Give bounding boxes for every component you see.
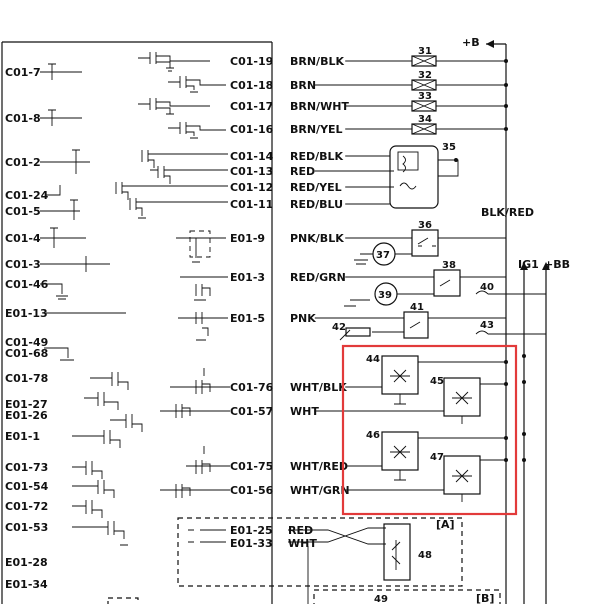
component-number: 46: [366, 430, 380, 441]
left-pin-label: E01-1: [5, 430, 40, 443]
fuse-link: [411, 100, 506, 112]
relay-35: [384, 145, 459, 209]
sub-a-wire-2: WHT: [288, 537, 317, 550]
left-pin-label: E01-13: [5, 307, 48, 320]
right-pin-label: C01-17: [230, 100, 273, 113]
right-pin-label: C01-19: [230, 55, 273, 68]
component-number: 48: [418, 550, 432, 561]
sub-a-pin-1: E01-25: [230, 524, 273, 537]
wire-color-label: WHT/GRN: [290, 484, 350, 497]
left-pin-label: C01-49: [5, 336, 48, 349]
component-number: 32: [418, 70, 432, 81]
wire-color-label: WHT/RED: [290, 460, 348, 473]
left-pin-label: C01-46: [5, 278, 49, 291]
right-pin-label: C01-18: [230, 79, 273, 92]
sub-box-a: [177, 517, 463, 604]
fuse-link: [411, 123, 506, 135]
supply-rails: [486, 40, 550, 604]
left-pin-label: C01-8: [5, 112, 41, 125]
wire-color-label: BRN/WHT: [290, 100, 349, 113]
right-pin-label: C01-13: [230, 165, 273, 178]
right-pin-label: C01-12: [230, 181, 273, 194]
sub-box-labels: E01-25 RED E01-33 WHT [A] [B]: [230, 518, 494, 604]
ecu-left-pins: C01-7C01-8C01-2C01-24C01-5C01-4C01-3C01-…: [5, 66, 49, 591]
wire-color-label: RED/BLK: [290, 150, 344, 163]
component-number: 45: [430, 376, 444, 387]
right-pin-label: C01-76: [230, 381, 274, 394]
sub-b-tag: [B]: [476, 592, 494, 604]
right-pin-label: C01-16: [230, 123, 274, 136]
left-pin-label: C01-78: [5, 372, 48, 385]
left-pin-label: C01-5: [5, 205, 41, 218]
left-pin-label: C01-54: [5, 480, 49, 493]
wire-color-label: BRN/YEL: [290, 123, 343, 136]
sub-box-b: [107, 589, 501, 604]
label-plus-bb: +BB: [544, 258, 570, 271]
right-pin-label: C01-14: [230, 150, 274, 163]
component-number: 39: [378, 290, 392, 301]
wire-color-label: RED: [290, 165, 315, 178]
right-pin-label: E01-9: [230, 232, 265, 245]
component-number: 41: [410, 302, 424, 313]
component-number: 35: [442, 142, 456, 153]
internal-drivers: [40, 52, 230, 546]
fuse-link: [411, 55, 506, 67]
component-number: 36: [418, 220, 432, 231]
label-b-plus: +B: [462, 36, 480, 49]
left-pin-label: C01-4: [5, 232, 41, 245]
left-pin-label: C01-3: [5, 258, 41, 271]
right-pin-label: C01-11: [230, 198, 273, 211]
component-number: 47: [430, 452, 444, 463]
left-pin-label: C01-2: [5, 156, 41, 169]
component-number: 38: [442, 260, 456, 271]
component-number: 37: [376, 250, 390, 261]
component-number: 33: [418, 91, 432, 102]
label-ig1: IG1: [518, 258, 539, 271]
ecu-right-pins: C01-19 BRN/BLK C01-18 BRN C01-17 BRN/WHT C01-1…: [230, 55, 412, 497]
supply-labels: +B BLK/RED IG1 +BB: [462, 36, 570, 271]
left-pin-label: C01-53: [5, 521, 48, 534]
component-number: 34: [418, 114, 432, 125]
sub-a-tag: [A]: [436, 518, 455, 531]
right-pin-label: C01-75: [230, 460, 273, 473]
highlight-box: [341, 344, 518, 516]
left-pin-label: C01-68: [5, 347, 48, 360]
wire-color-label: WHT: [290, 405, 319, 418]
wire-color-label: RED/GRN: [290, 271, 346, 284]
left-pin-label: C01-72: [5, 500, 48, 513]
right-pin-label: C01-57: [230, 405, 273, 418]
component-number: 42: [332, 322, 346, 333]
component-number: 31: [418, 46, 432, 57]
left-pin-label: E01-27: [5, 398, 48, 411]
ecu-module: [1, 41, 273, 604]
right-pin-label: E01-5: [230, 312, 265, 325]
component-numbers: 31 32 33 34 35 36 37 38 39 40 41 42 43 44 45 46 47 48 49: [332, 46, 494, 604]
component-number: 44: [366, 354, 380, 365]
wire-color-label: BRN: [290, 79, 316, 92]
relays-and-motors: [339, 229, 546, 341]
fuse-link: [411, 79, 506, 91]
right-pin-label: E01-3: [230, 271, 265, 284]
wire-color-label: RED/BLU: [290, 198, 343, 211]
wire-color-label: PNK: [290, 312, 316, 325]
left-pin-label: E01-34: [5, 578, 48, 591]
left-pin-label: C01-24: [5, 189, 49, 202]
left-pin-label: E01-26: [5, 409, 48, 422]
label-blk-red: BLK/RED: [481, 206, 534, 219]
component-number: 49: [374, 594, 388, 604]
sub-a-wire-1: RED: [288, 524, 313, 537]
component-number: 43: [480, 320, 494, 331]
left-pin-label: C01-73: [5, 461, 48, 474]
sub-a-pin-2: E01-33: [230, 537, 273, 550]
wire-color-label: PNK/BLK: [290, 232, 344, 245]
wire-color-label: RED/YEL: [290, 181, 342, 194]
right-pin-label: C01-56: [230, 484, 274, 497]
component-number: 40: [480, 282, 494, 293]
wire-color-label: BRN/BLK: [290, 55, 344, 68]
wire-color-label: WHT/BLK: [290, 381, 347, 394]
left-pin-label: C01-7: [5, 66, 41, 79]
left-pin-label: E01-28: [5, 556, 48, 569]
highlighted-sensors: [341, 344, 526, 516]
